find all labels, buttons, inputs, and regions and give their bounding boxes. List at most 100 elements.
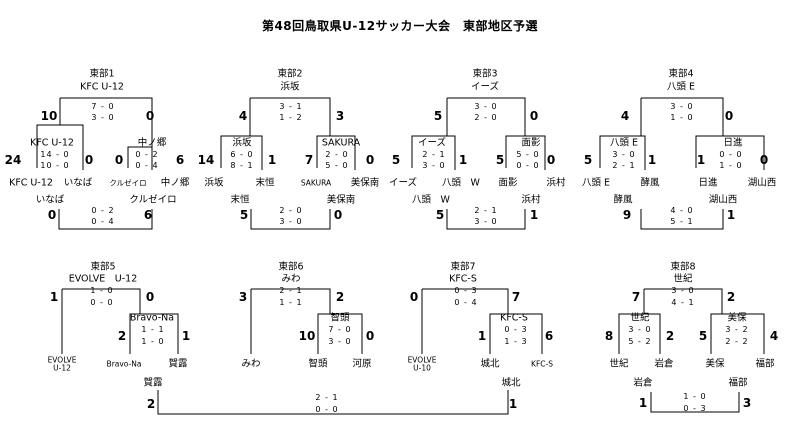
team-name: 岩倉 bbox=[654, 358, 674, 370]
third-half1: 2 - 0 bbox=[279, 206, 303, 215]
semi-left-score-b: 2 bbox=[665, 329, 675, 343]
final-right-score: 2 bbox=[335, 290, 345, 304]
third-half2: 3 - 0 bbox=[279, 217, 303, 226]
semi-right-winner: 美保 bbox=[727, 312, 747, 324]
semi-right-half1: 1 - 1 bbox=[141, 325, 165, 334]
team-name: いなば bbox=[63, 177, 93, 189]
third-left-score: 5 bbox=[239, 208, 249, 222]
final-left-score: 4 bbox=[620, 109, 630, 123]
b1-bracket-lines bbox=[36, 97, 153, 230]
block-winner: KFC U-12 bbox=[80, 81, 124, 93]
final-right-score: 0 bbox=[724, 109, 734, 123]
team-name: 中ノ郷 bbox=[160, 177, 190, 189]
semi-right-half1: 3 - 2 bbox=[725, 325, 749, 334]
semi-right-score-a: 0 bbox=[114, 153, 124, 167]
semi-left-half2: 8 - 1 bbox=[230, 161, 254, 170]
final-half1: 2 - 1 bbox=[279, 286, 303, 295]
final-half1: 1 - 0 bbox=[90, 286, 114, 295]
semi-left-score-a: 24 bbox=[4, 153, 22, 167]
semi-right-half1: 0 - 3 bbox=[504, 325, 528, 334]
team-name: 世紀 bbox=[609, 358, 629, 370]
team-name: KFC U-12 bbox=[9, 177, 53, 189]
semi-left-half2: 3 - 0 bbox=[422, 161, 446, 170]
semi-right-score-b: 6 bbox=[544, 329, 554, 343]
final-left-score: 10 bbox=[40, 109, 58, 123]
team-name: イーズ bbox=[388, 177, 418, 189]
team-name: 八頭 E bbox=[581, 177, 611, 189]
team-name: 美保南 bbox=[350, 177, 380, 189]
third-half1: 1 - 0 bbox=[683, 392, 707, 401]
b4-bracket-lines bbox=[599, 97, 765, 230]
semi-right-score-a: 1 bbox=[696, 153, 706, 167]
third-half2: 0 - 3 bbox=[683, 404, 707, 413]
semi-left-winner: イーズ bbox=[417, 137, 447, 149]
playoff-left-score: 2 bbox=[146, 397, 156, 411]
page-title: 第48回鳥取県U-12サッカー大会 東部地区予選 bbox=[261, 19, 539, 33]
block-name: 東部1 bbox=[89, 68, 115, 80]
b8-bracket-lines bbox=[618, 288, 765, 354]
block-winner: KFC-S bbox=[449, 273, 477, 285]
semi-right-half1: 0 - 0 bbox=[719, 150, 743, 159]
b3-bracket-lines bbox=[411, 97, 546, 230]
final-half1: 0 - 3 bbox=[454, 286, 478, 295]
third-right-name: クルゼイロ bbox=[129, 194, 177, 206]
final-right-score: 7 bbox=[511, 290, 521, 304]
final-half2: 4 - 1 bbox=[671, 298, 695, 307]
final-half2: 1 - 1 bbox=[279, 298, 303, 307]
b7-bracket-lines bbox=[421, 288, 543, 354]
final-half1: 3 - 0 bbox=[474, 102, 498, 111]
semi-right-half2: 1 - 3 bbox=[504, 337, 528, 346]
semi-left-half2: 5 - 2 bbox=[628, 337, 652, 346]
semi-right-winner: 智頭 bbox=[330, 312, 350, 324]
semi-right-score-a: 10 bbox=[298, 329, 316, 343]
semi-right-score-a: 5 bbox=[698, 329, 708, 343]
final-right-score: 0 bbox=[145, 109, 155, 123]
semi-left-half2: 10 - 0 bbox=[40, 161, 70, 170]
semi-right-score-b: 4 bbox=[769, 329, 779, 343]
third-right-name: 福部 bbox=[728, 377, 748, 389]
team-name: 末恒 bbox=[255, 177, 275, 189]
final-half2: 1 - 0 bbox=[670, 113, 694, 122]
semi-right-score-b: 0 bbox=[759, 153, 769, 167]
semi-right-half1: 0 - 2 bbox=[135, 150, 159, 159]
semi-right-score-b: 0 bbox=[365, 329, 375, 343]
team-name: 八頭 W bbox=[442, 177, 480, 189]
semi-right-score-b: 0 bbox=[546, 153, 556, 167]
team-name: 浜村 bbox=[546, 177, 566, 189]
third-right-score: 0 bbox=[333, 208, 343, 222]
semi-right-winner: 中ノ郷 bbox=[137, 137, 167, 149]
semi-right-winner: KFC-S bbox=[500, 312, 528, 324]
block-name: 東部2 bbox=[277, 68, 303, 80]
semi-right-score-b: 0 bbox=[365, 153, 375, 167]
team-name: みわ bbox=[241, 358, 261, 370]
semi-right-score-b: 6 bbox=[175, 153, 185, 167]
semi-right-winner: SAKURA bbox=[321, 137, 361, 149]
team-name: 賀露 bbox=[168, 358, 188, 370]
final-right-score: 0 bbox=[529, 109, 539, 123]
block-winner: 世紀 bbox=[673, 273, 693, 285]
semi-left-winner: 浜坂 bbox=[232, 137, 252, 149]
block-winner: イーズ bbox=[470, 81, 500, 93]
final-left-score: 3 bbox=[238, 290, 248, 304]
team-name: SAKURA bbox=[300, 178, 332, 188]
semi-left-score-b: 1 bbox=[267, 153, 277, 167]
final-right-score: 0 bbox=[145, 290, 155, 304]
final-half2: 0 - 0 bbox=[90, 298, 114, 307]
semi-left-half1: 6 - 0 bbox=[230, 150, 254, 159]
third-half1: 0 - 2 bbox=[91, 206, 115, 215]
team-name: EVOLVE U-12 bbox=[47, 355, 77, 372]
semi-right-winner: Bravo-Na bbox=[129, 312, 175, 324]
semi-left-score-b: 0 bbox=[84, 153, 94, 167]
team-name: 河原 bbox=[352, 358, 372, 370]
semi-right-score-a: 7 bbox=[304, 153, 314, 167]
team-name: KFC-S bbox=[531, 359, 553, 369]
block-name: 東部7 bbox=[450, 261, 476, 273]
team-name: 美保 bbox=[705, 358, 725, 370]
semi-right-score-b: 1 bbox=[181, 329, 191, 343]
playoff-left-name: 賀露 bbox=[143, 377, 163, 389]
third-left-name: 岩倉 bbox=[633, 377, 653, 389]
block-name: 東部3 bbox=[472, 68, 498, 80]
semi-left-half1: 3 - 0 bbox=[628, 325, 652, 334]
playoff-half1: 2 - 1 bbox=[315, 393, 339, 402]
final-left-score: 5 bbox=[433, 109, 443, 123]
